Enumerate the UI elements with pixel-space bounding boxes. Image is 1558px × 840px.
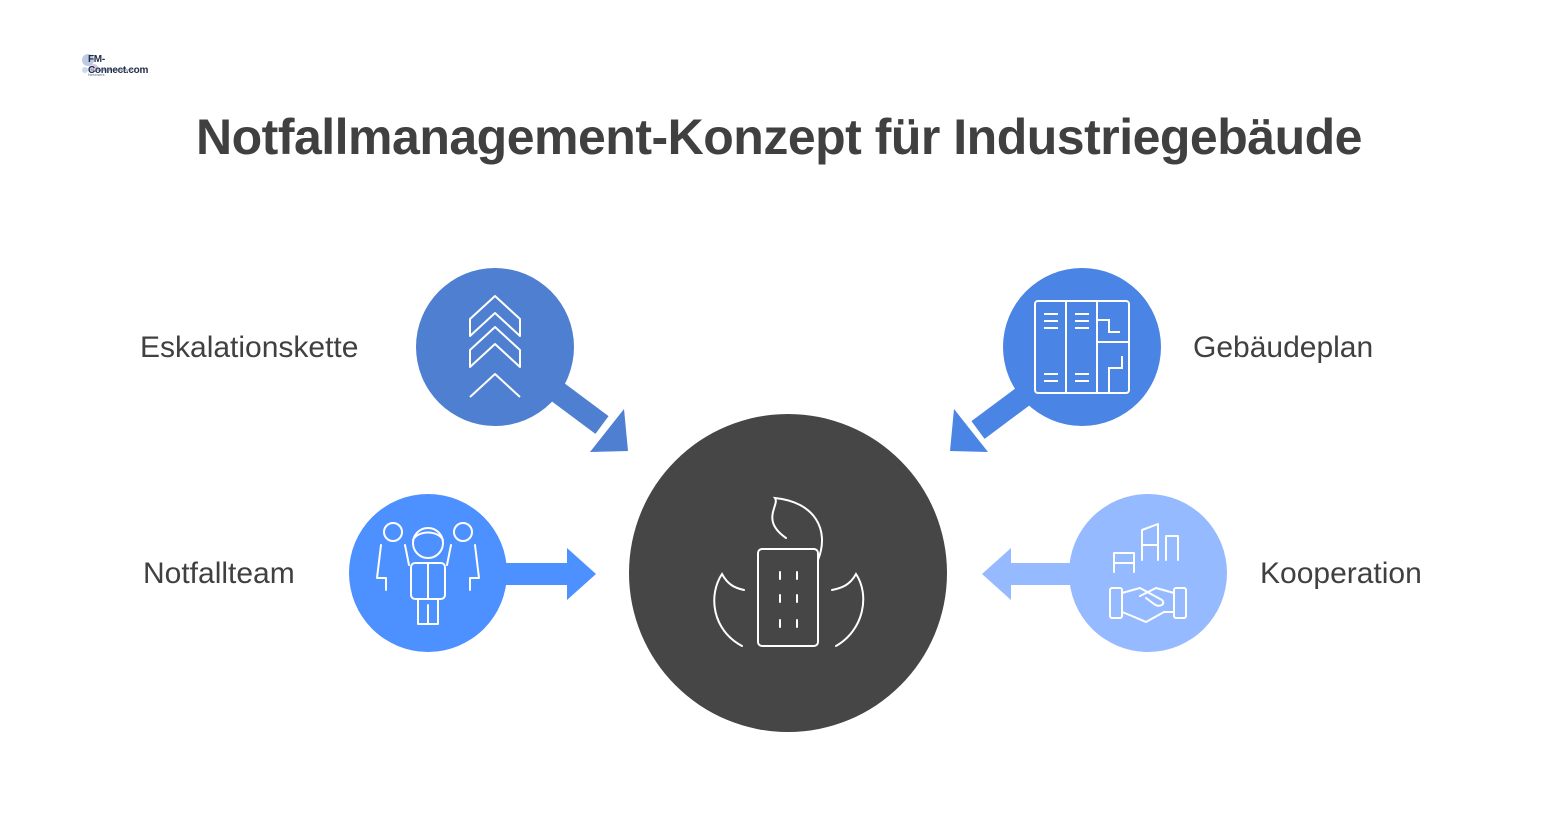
logo-splash-icon [82, 54, 98, 73]
label-eskalationskette: Eskalationskette [140, 331, 359, 364]
logo-subtitle: FM-Strategie und digitale Netzwerk [88, 67, 133, 77]
label-gebaeudeplan: Gebäudeplan [1193, 331, 1374, 364]
handshake-icon [1109, 523, 1187, 623]
node-eskalationskette [416, 268, 574, 426]
node-notfallteam [349, 494, 507, 652]
center-node [629, 414, 947, 732]
arrow-bottom-right [982, 548, 1078, 600]
page-title: Notfallmanagement-Konzept für Industrieg… [196, 109, 1362, 165]
label-kooperation: Kooperation [1260, 557, 1422, 590]
chevrons-up-icon [469, 295, 521, 398]
fm-connect-logo: FM-Connect.com FM-Strategie und digitale… [80, 50, 150, 80]
floor-plan-icon [1034, 300, 1130, 394]
logo-text: FM-Connect.com [88, 54, 149, 76]
burning-building-icon [713, 496, 865, 647]
label-notfallteam: Notfallteam [143, 557, 295, 590]
node-kooperation [1069, 494, 1227, 652]
arrow-bottom-left [500, 548, 596, 600]
arrow-top-left [548, 381, 628, 452]
arrow-top-right [950, 386, 1032, 452]
team-icon [376, 522, 480, 625]
node-gebaeudeplan [1003, 268, 1161, 426]
